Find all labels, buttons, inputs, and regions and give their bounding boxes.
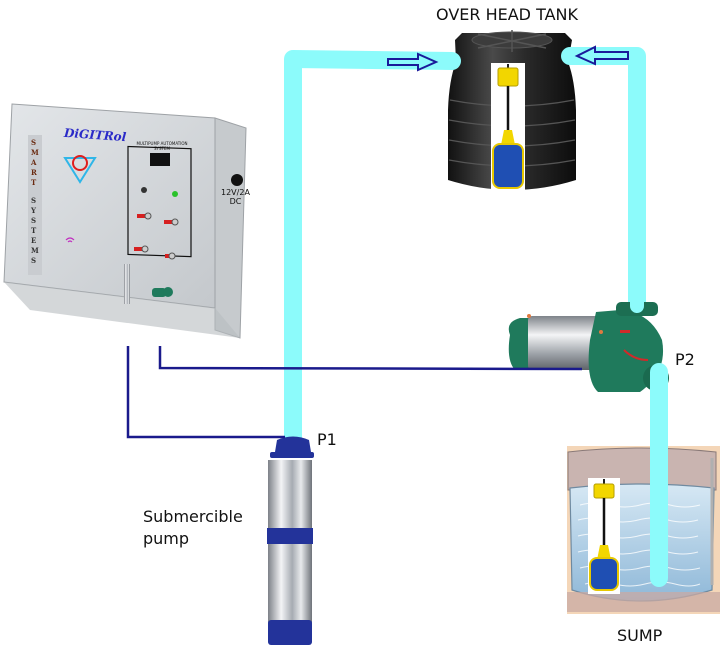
mini-pump-icon [152,287,173,297]
controller-box [3,103,247,339]
wire-to-p2 [158,346,583,371]
toggle-switch-4[interactable] [165,252,176,260]
sump-tank [567,446,720,614]
pipe-p2-to-tank [561,47,646,317]
tank-float-switch [491,63,525,193]
side-text-smart: SMART [31,138,39,187]
mini-submersible-icon [124,264,130,304]
submersible-pump-label: Submercible pump [143,507,243,548]
overhead-tank [448,30,576,193]
power-led [172,191,178,197]
side-text-strip [28,135,42,275]
flow-arrow-right-icon [387,52,439,72]
overhead-tank-label: OVER HEAD TANK [436,5,578,24]
sump-floor [567,592,720,612]
power-label-line2: DC [229,197,242,206]
power-label-line1: 12V/2A [221,188,250,197]
toggle-switch-1[interactable] [137,212,152,220]
toggle-switch-2[interactable] [164,218,179,226]
status-led [141,187,147,193]
pipe-p1-to-tank [284,50,461,449]
sump-float-switch [588,478,620,594]
power-socket [231,174,243,186]
wifi-icon [65,237,75,243]
submersible-pump [267,436,314,645]
control-panel [127,145,192,258]
panel-title: MULTIPUMP AUTOMATION SYSTEM [136,141,188,151]
wire-to-p1 [126,346,285,439]
p2-label: P2 [675,350,695,369]
side-text-systems: SYSTEMS [31,196,39,265]
power-label: 12V/2A DC [221,188,250,206]
p1-label: P1 [317,430,337,449]
brand-logo-icon [63,155,97,184]
flow-arrow-left-icon [574,45,629,66]
toggle-switch-3[interactable] [134,245,149,253]
monoblock-pump [508,302,669,392]
control-wires [126,346,583,439]
panel-display [150,153,170,166]
sump-label: SUMP [617,626,663,645]
